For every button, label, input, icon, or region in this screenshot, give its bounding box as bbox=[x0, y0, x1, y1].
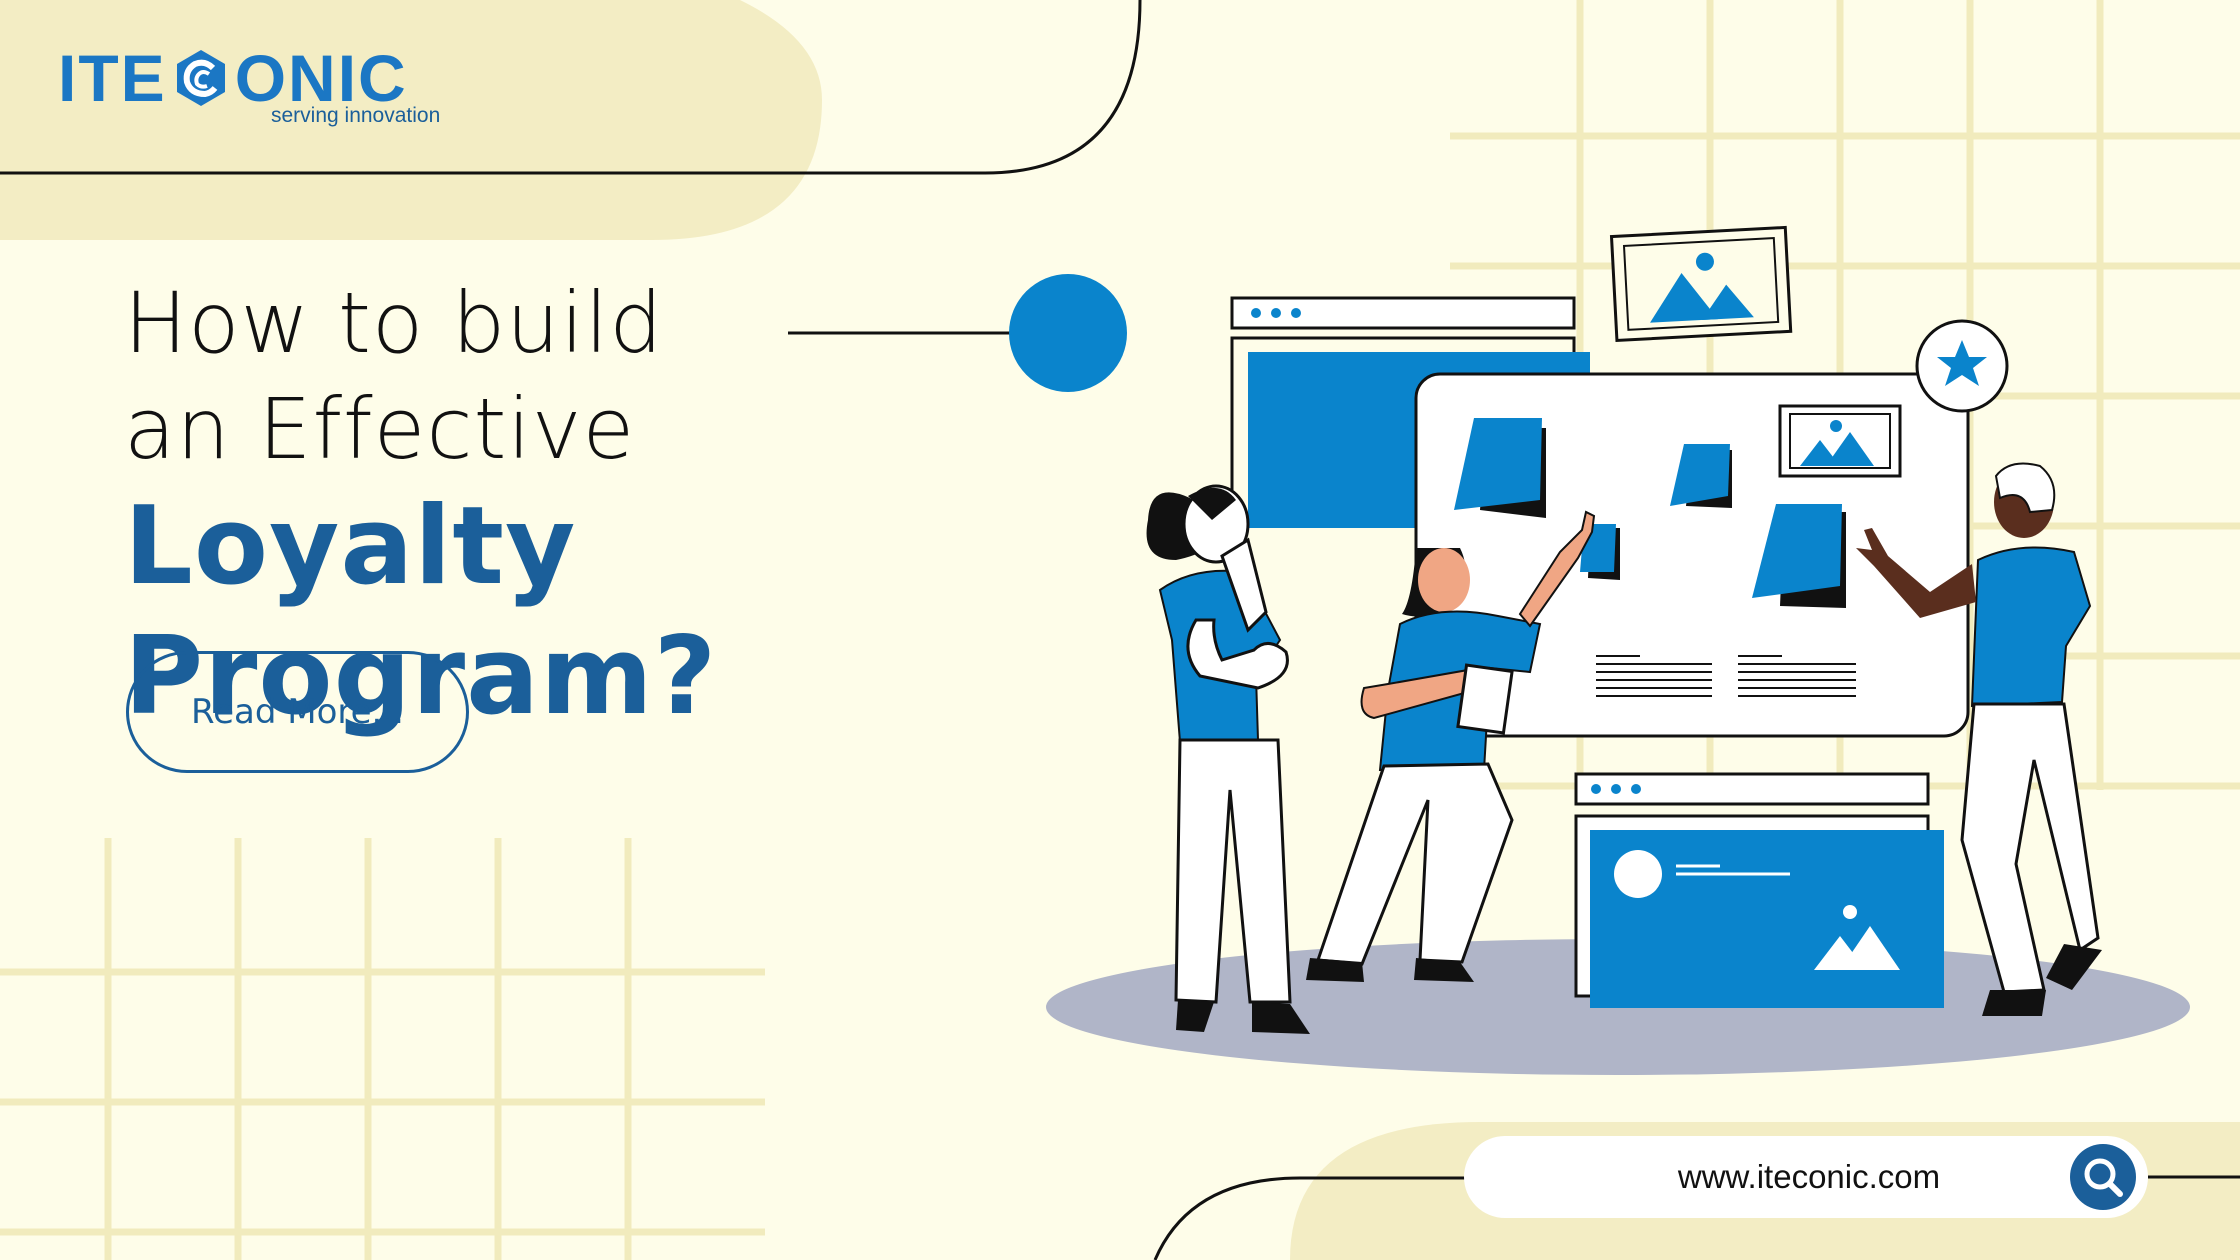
top-curve-line bbox=[0, 0, 1142, 175]
brand-name-right: ONIC bbox=[234, 41, 408, 115]
website-url[interactable]: www.iteconic.com bbox=[1677, 1158, 1941, 1195]
person-woman bbox=[1306, 510, 1596, 982]
browser-window-front bbox=[1574, 772, 1944, 1008]
star-icon bbox=[1915, 319, 2009, 413]
brand-tagline: serving innovation bbox=[271, 104, 441, 127]
bottom-curve-line bbox=[1153, 1176, 1480, 1260]
search-button[interactable] bbox=[2070, 1144, 2136, 1210]
headline-line-2: an Effective bbox=[124, 380, 636, 478]
url-bar[interactable]: www.iteconic.com bbox=[1464, 1136, 2148, 1218]
logo-c-icon bbox=[176, 50, 225, 106]
sticky-note bbox=[1454, 418, 1546, 518]
person-thinking bbox=[1146, 484, 1310, 1034]
headline-line-1: How to build bbox=[124, 274, 664, 372]
person-pointing bbox=[1856, 462, 2102, 1016]
board-text-lines bbox=[1596, 655, 1856, 697]
sticky-note bbox=[1670, 444, 1732, 508]
picture-frame-icon bbox=[1609, 225, 1793, 343]
search-icon bbox=[2084, 1158, 2123, 1197]
sticky-note bbox=[1752, 504, 1846, 608]
brand-wordmark: ITE ONIC bbox=[58, 42, 408, 114]
brand-name-left: ITE bbox=[58, 41, 167, 115]
image-icon bbox=[1778, 404, 1902, 478]
read-more-button[interactable]: Read More... bbox=[126, 651, 469, 773]
brand-logo[interactable]: ITE ONIC serving innovation bbox=[58, 42, 478, 142]
accent-dot bbox=[1009, 274, 1127, 392]
left-grid bbox=[0, 838, 765, 1260]
